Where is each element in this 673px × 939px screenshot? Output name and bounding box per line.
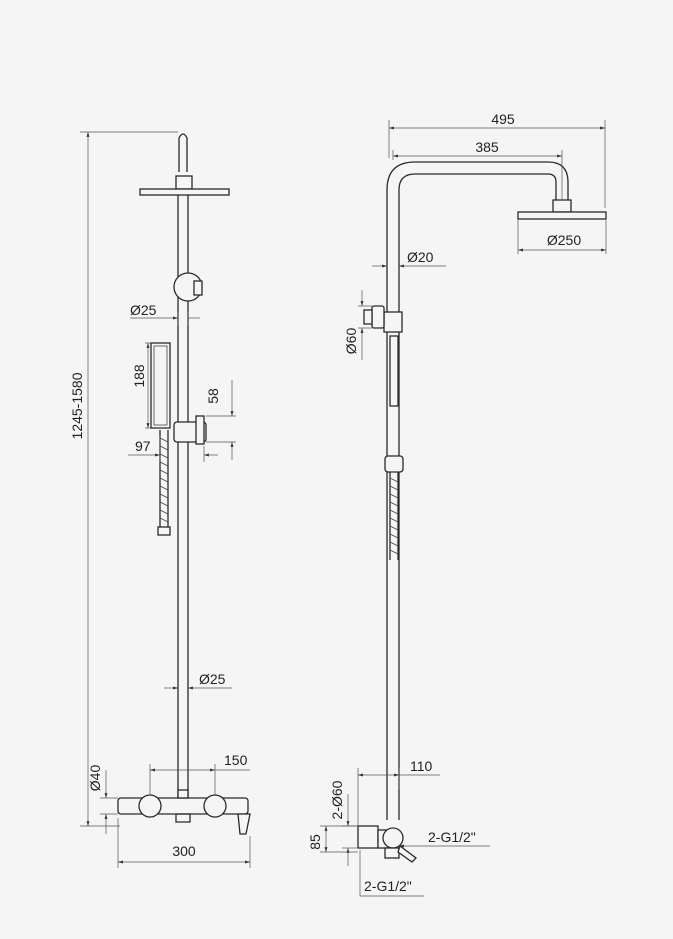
front-head-connector (175, 175, 193, 190)
front-lever (237, 813, 251, 835)
side-inlet-bottom-label: 2-G1/2" (364, 878, 412, 894)
side-head-connector (552, 199, 572, 213)
front-inlet-right (203, 794, 227, 818)
front-shower-head (139, 188, 230, 196)
side-head-dia-label: Ø250 (547, 232, 581, 248)
front-mixer-body (117, 797, 249, 815)
side-projection-label: 85 (307, 834, 323, 850)
front-diverter-handle (193, 280, 203, 296)
front-pipe-bottom-label: Ø25 (199, 671, 226, 687)
side-knob-dia-label: Ø60 (343, 328, 359, 355)
side-arm-outer (386, 161, 569, 820)
front-holder-clamp (195, 415, 205, 445)
side-inlet-top-label: 2-G1/2" (428, 829, 476, 845)
side-mixer-body (382, 827, 404, 849)
side-escutcheon-label: 2-Ø60 (329, 780, 345, 819)
front-hand-length-label: 188 (131, 364, 147, 388)
front-height-label: 1245-1580 (69, 372, 85, 439)
front-hand-shower (150, 342, 171, 429)
front-inlet-left (138, 794, 162, 818)
side-reach-label: 495 (491, 111, 515, 127)
side-diverter-cap (363, 309, 373, 325)
side-lever (397, 844, 417, 863)
side-outlet (384, 847, 400, 859)
front-mixer-width-label: 300 (172, 843, 196, 859)
side-diverter-knob (371, 305, 385, 329)
front-hose-end (157, 526, 171, 536)
side-escutcheon (357, 825, 379, 849)
side-arm-inner (398, 173, 557, 820)
front-hand-shower-inner (153, 345, 168, 426)
front-mixer-dia-label: Ø40 (87, 765, 103, 792)
side-hand-shower (389, 335, 399, 407)
side-view: 495 385 Ø250 Ø20 Ø60 110 2-Ø60 (307, 111, 607, 897)
side-holder (384, 455, 404, 473)
side-arm-length-label: 385 (475, 139, 499, 155)
side-shower-head (517, 211, 607, 220)
side-pipe-dia-label: Ø20 (407, 249, 434, 265)
front-hose-coil (159, 437, 169, 523)
side-offset-label: 110 (410, 758, 433, 774)
side-hose-coil (389, 477, 399, 555)
side-diverter-body (383, 311, 403, 333)
front-mixer-connector (177, 789, 189, 799)
front-top-nozzle (178, 133, 188, 172)
front-pipe-top-label: Ø25 (130, 302, 157, 318)
front-hand-offset-label: 97 (135, 438, 151, 454)
front-view: 1245-1580 Ø25 188 58 97 Ø25 Ø40 (69, 131, 251, 868)
front-outlet (175, 813, 191, 823)
front-inlet-spacing-label: 150 (224, 752, 248, 768)
front-holder-height-label: 58 (205, 388, 221, 404)
